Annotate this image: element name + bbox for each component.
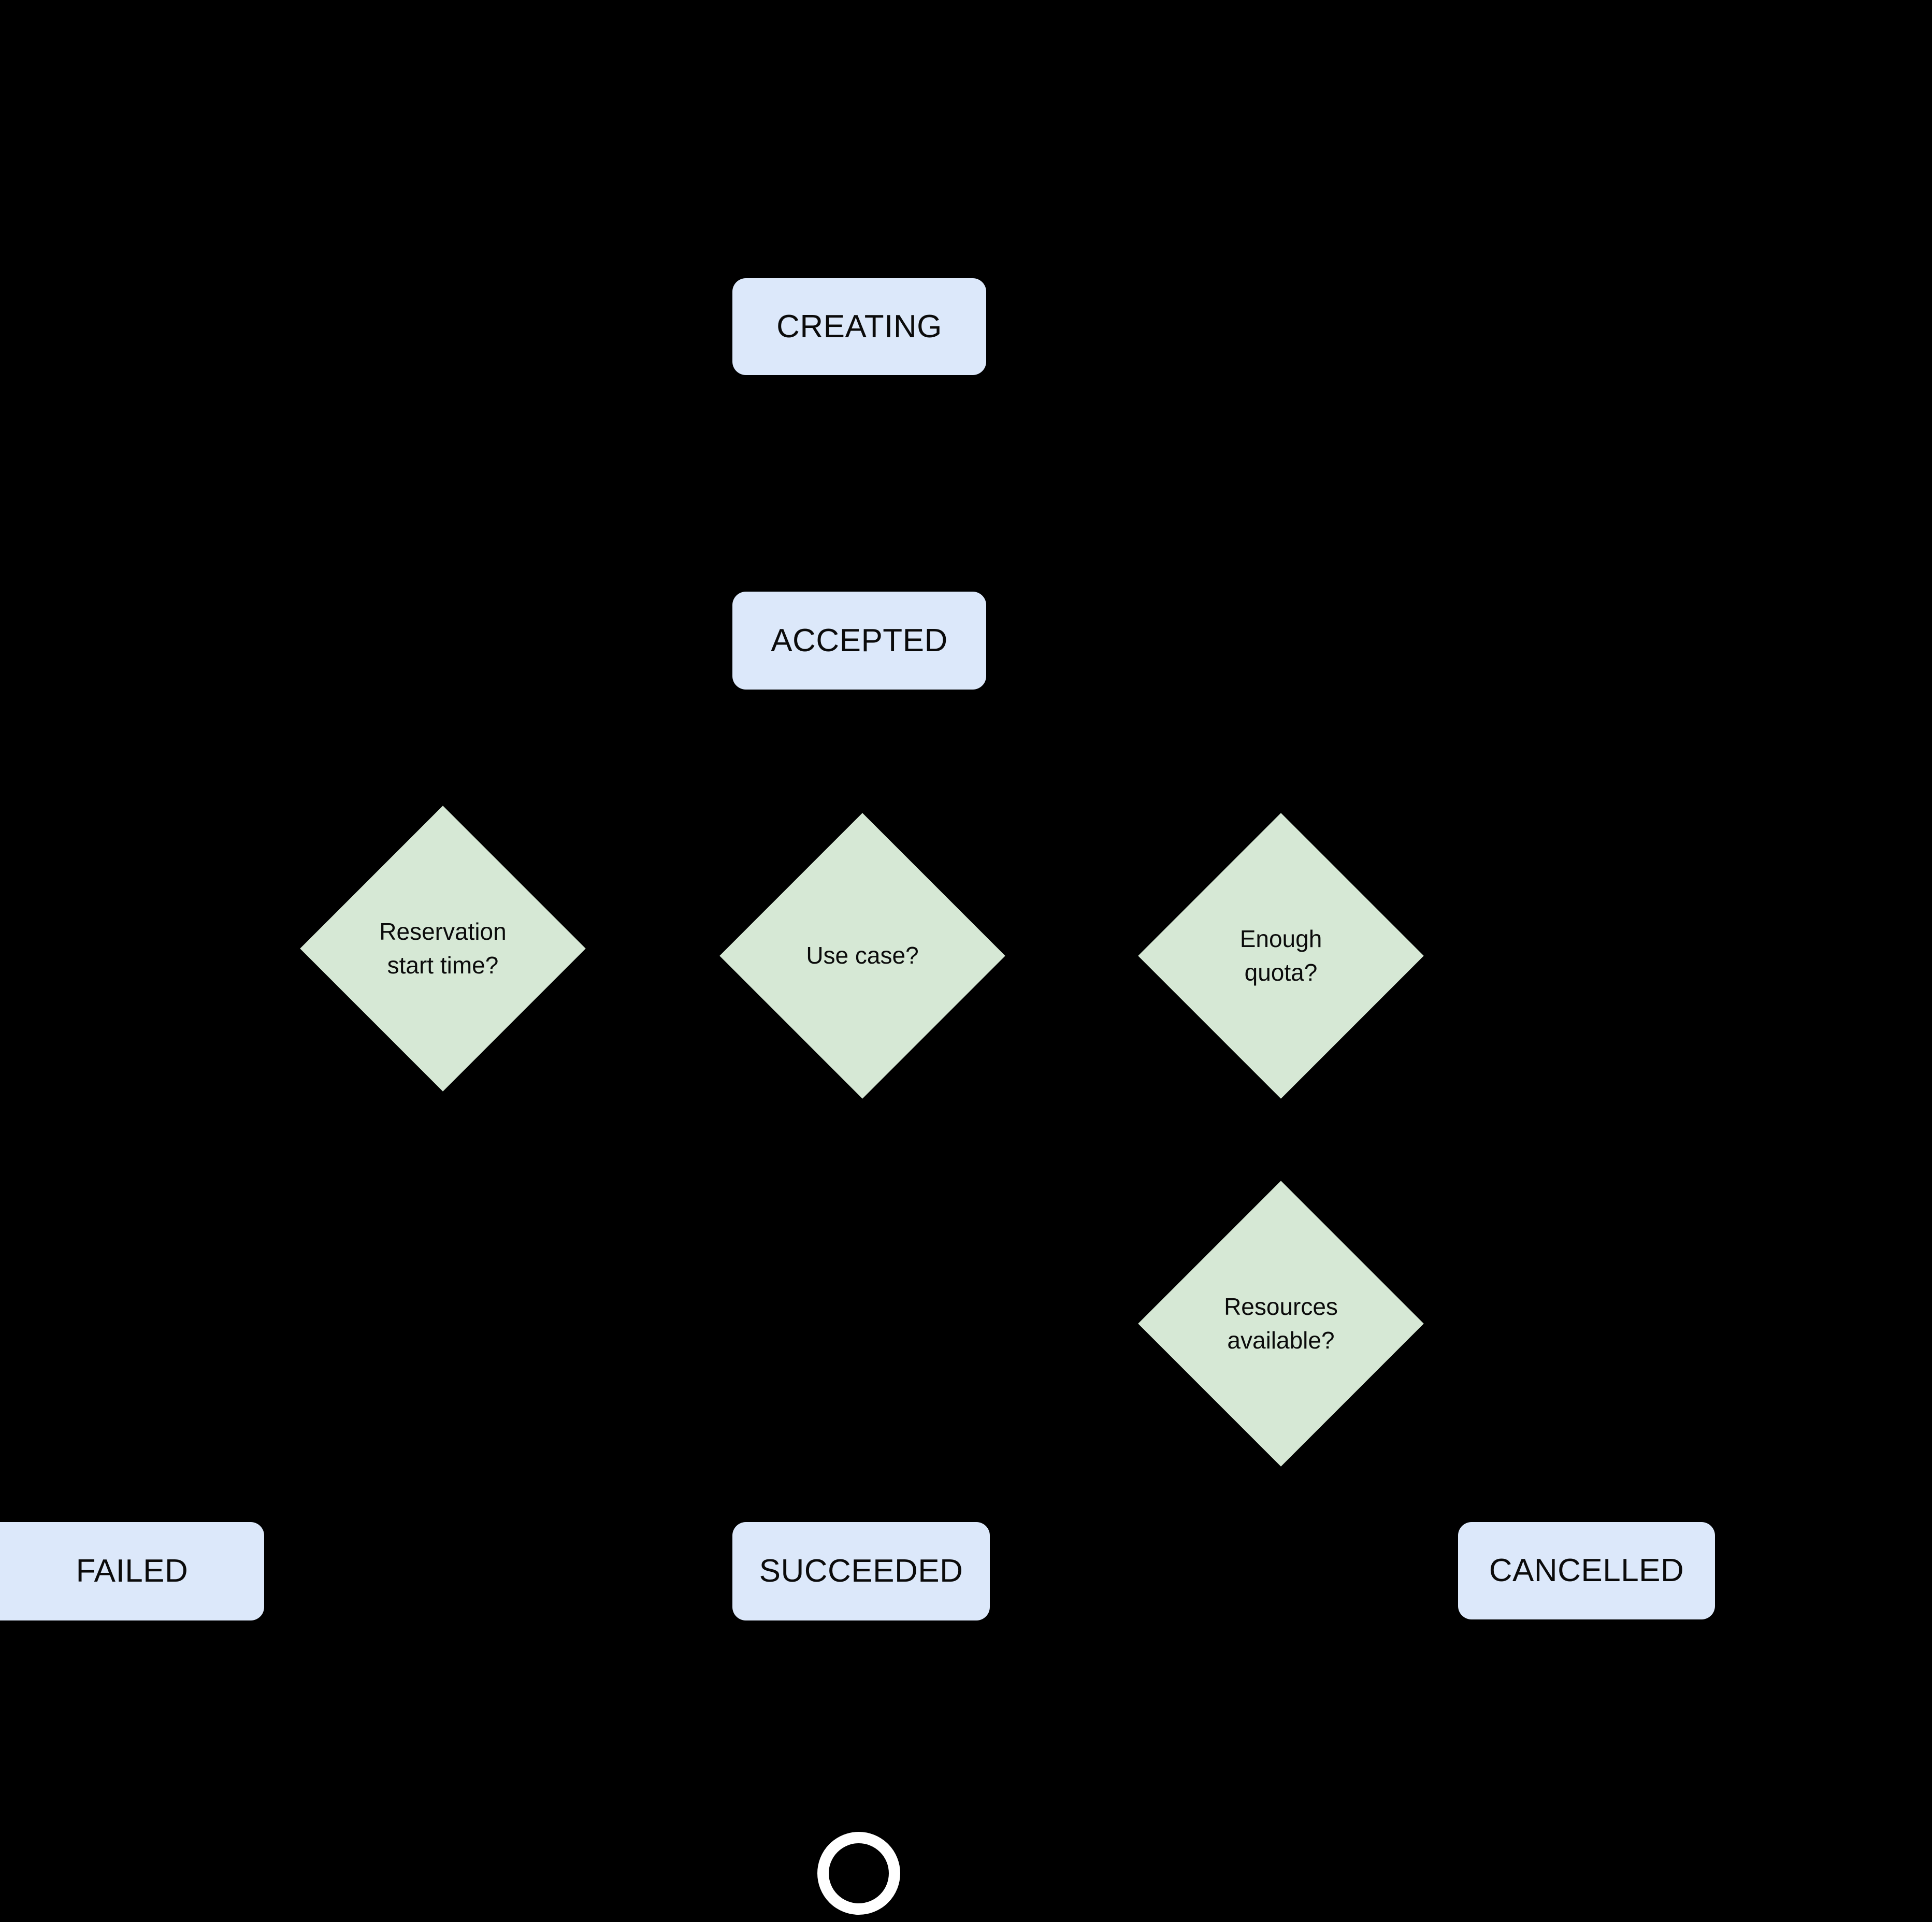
end-node-circle-icon [817, 1832, 900, 1915]
edge-start-time-to-failed [100, 1050, 445, 1525]
state-node-creating[interactable]: CREATING [732, 278, 986, 375]
decision-node-reservation-start-time[interactable]: Reservation start time? [300, 806, 586, 1092]
decision-node-resources-available[interactable]: Resources available? [1138, 1181, 1424, 1467]
decision-label-enough-quota: Enough quota? [1239, 925, 1322, 986]
state-node-succeeded[interactable]: SUCCEEDED [732, 1522, 990, 1620]
state-label-creating: CREATING [776, 308, 942, 345]
edge-quota-to-cancelled [1382, 954, 1603, 1525]
edge-accepted-to-quota [857, 690, 1297, 858]
state-label-failed: FAILED [76, 1553, 189, 1589]
edge-accepted-to-start-time [427, 690, 861, 851]
decision-label-reservation-start-time: Reservation start time? [379, 917, 507, 979]
state-node-failed[interactable]: FAILED [0, 1522, 264, 1620]
state-label-accepted: ACCEPTED [771, 622, 948, 658]
decision-node-enough-quota[interactable]: Enough quota? [1138, 813, 1424, 1099]
state-node-cancelled[interactable]: CANCELLED [1458, 1522, 1715, 1619]
edge-failed-to-end [115, 1620, 820, 1890]
decision-label-use-case: Use case? [806, 942, 919, 969]
state-node-accepted[interactable]: ACCEPTED [732, 592, 986, 690]
decision-label-resources-available: Resources available? [1224, 1293, 1338, 1354]
state-label-succeeded: SUCCEEDED [759, 1553, 963, 1589]
edge-cancelled-to-end [897, 1619, 1589, 1890]
state-label-cancelled: CANCELLED [1489, 1553, 1684, 1588]
decision-node-use-case[interactable]: Use case? [719, 813, 1005, 1099]
